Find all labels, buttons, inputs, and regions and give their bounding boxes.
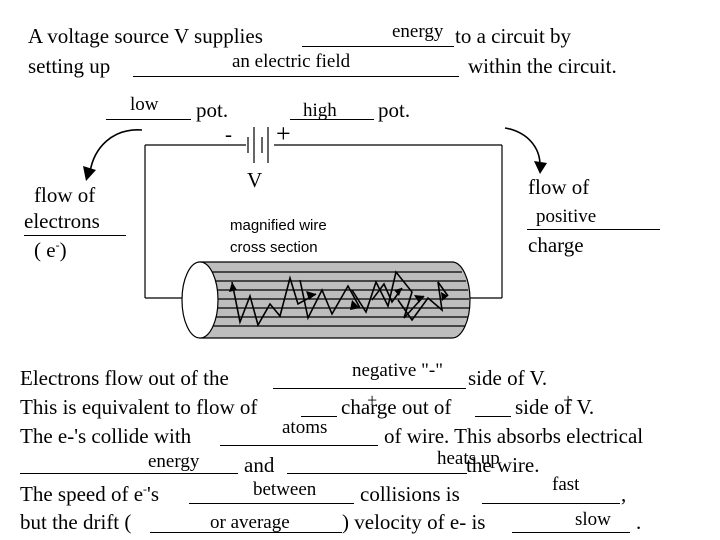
q3-start: The e-'s collide with (20, 424, 192, 448)
left-label-electrons: electrons (24, 209, 100, 233)
intro-line-2-end: within the circuit. (468, 54, 617, 78)
answer-negative: negative "-" (352, 360, 443, 381)
q4-mid: and (244, 453, 275, 477)
q2-mid: charge out of (341, 395, 452, 419)
blank-atoms (220, 445, 378, 446)
blank-energy (302, 46, 454, 47)
voltage-source-label: V (247, 168, 263, 192)
q6-mid: ) velocity of e- is (342, 510, 486, 534)
electron-flow-arrowhead (83, 166, 96, 181)
left-label-e: ( e-) (34, 238, 67, 262)
minus-sign: - (225, 122, 232, 146)
answer-high: high (303, 100, 337, 121)
intro-line-2: setting up (28, 54, 111, 78)
answer-energy: energy (392, 21, 444, 42)
q5-start: The speed of e-'s (20, 482, 159, 506)
blank-fast (482, 503, 620, 504)
answer-or-average: or average (210, 512, 290, 533)
blank-electrons (24, 235, 126, 236)
q6-start: but the drift ( (20, 510, 132, 534)
blank-average (150, 532, 342, 533)
electron-flow-arrow (89, 129, 143, 173)
intro-line-1-end: to a circuit by (455, 24, 572, 48)
intro-line-1: A voltage source V supplies (28, 24, 263, 48)
positive-flow-arrowhead (534, 161, 547, 174)
q2-start: This is equivalent to flow of (20, 395, 258, 419)
q6-end: . (636, 510, 642, 534)
answer-atoms: atoms (282, 417, 328, 438)
magnified-wire (181, 261, 471, 339)
blank-side (475, 416, 511, 417)
blank-positive (527, 229, 660, 230)
answer-fast: fast (552, 474, 580, 495)
blank-field (133, 76, 459, 77)
answer-slow: slow (575, 509, 611, 530)
answer-low: low (130, 94, 159, 115)
q5-mid: collisions is (360, 482, 460, 506)
q1-start: Electrons flow out of the (20, 366, 229, 390)
blank-energy-2 (20, 473, 238, 474)
low-pot-label: pot. (196, 98, 229, 122)
right-label-flow-of: flow of (528, 175, 590, 199)
blank-heats (287, 473, 467, 474)
blank-low (106, 119, 191, 120)
answer-plus-2: + (563, 390, 574, 410)
answer-heats-up: heats up (437, 448, 500, 469)
blank-between (189, 503, 354, 504)
blank-negative (273, 388, 466, 389)
blank-slow (512, 532, 630, 533)
positive-flow-arrow (504, 127, 541, 166)
blank-high (290, 119, 374, 120)
left-label-flow-of: flow of (34, 183, 96, 207)
answer-plus-1: + (367, 390, 378, 410)
answer-field: an electric field (232, 51, 351, 72)
wire-caption-1: magnified wire (230, 217, 327, 234)
answer-energy-2: energy (148, 451, 200, 472)
answer-between: between (253, 479, 317, 500)
q5-end: , (621, 482, 627, 506)
plus-sign: + (276, 119, 291, 148)
q2-end: side of V. (515, 395, 595, 419)
right-label-charge: charge (528, 233, 584, 257)
battery-symbol (247, 127, 269, 163)
blank-charge-type (301, 416, 337, 417)
answer-positive: positive (536, 206, 597, 227)
high-pot-label: pot. (378, 98, 411, 122)
q4-end: the wire. (466, 453, 540, 477)
wire-caption-2: cross section (230, 239, 318, 256)
q3-end: of wire. This absorbs electrical (384, 424, 644, 448)
q1-end: side of V. (468, 366, 548, 390)
